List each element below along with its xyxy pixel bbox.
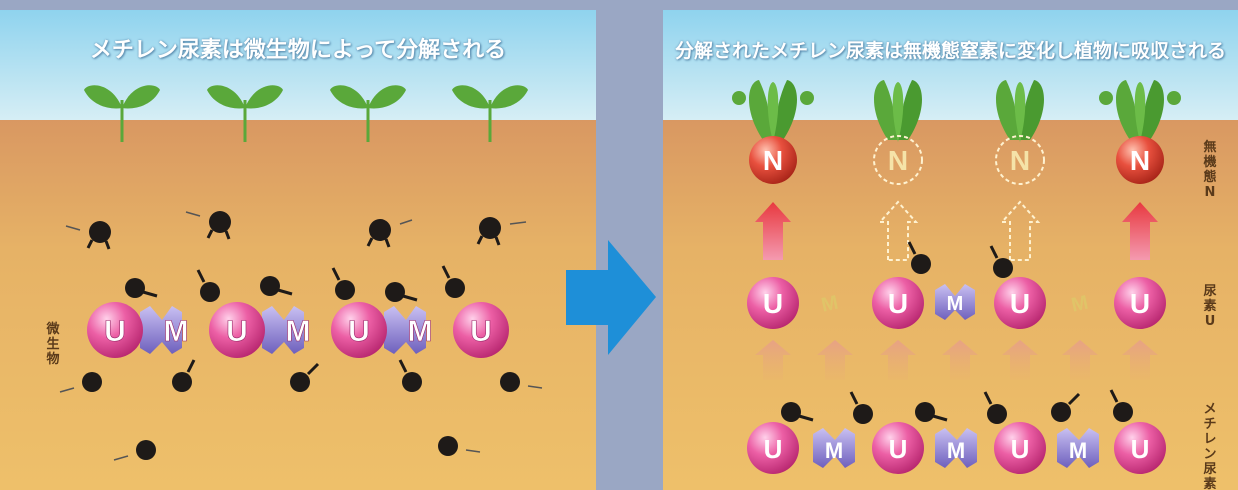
u-label: U [763, 288, 783, 319]
u-label: U [1010, 288, 1030, 319]
n-label: N [1130, 145, 1150, 176]
chain-label: M [947, 438, 965, 463]
process-arrow-icon [566, 240, 656, 355]
chain-label: M [408, 315, 433, 348]
u-label: U [1130, 288, 1150, 319]
chain-label: U [226, 315, 248, 348]
chain-label: U [889, 434, 908, 464]
n-label: N [888, 145, 908, 176]
inorganic-n-label: 無機態N [1201, 140, 1219, 200]
microbe-label: 微生物 [44, 322, 62, 367]
chain-label: M [825, 438, 843, 463]
right-panel: N N N N U U U U M M M [663, 10, 1238, 490]
chain-label: M [164, 315, 189, 348]
u-label: U [888, 288, 908, 319]
chain-label: U [1131, 434, 1150, 464]
chain-label: U [470, 315, 492, 348]
n-label: N [763, 145, 783, 176]
chain-label: U [764, 434, 783, 464]
chain-label: M [1069, 438, 1087, 463]
free-m-label: M [947, 293, 964, 315]
chain-label: M [286, 315, 311, 348]
n-label: N [1010, 145, 1030, 176]
chain-label: U [348, 315, 370, 348]
right-panel-title: 分解されたメチレン尿素は無機態窒素に変化し植物に吸収される [663, 36, 1238, 63]
chain-label: U [1011, 434, 1030, 464]
chain-label: U [104, 315, 126, 348]
methylene-urea-label: メチレン尿素 [1201, 402, 1219, 490]
left-panel-title: メチレン尿素は微生物によって分解される [0, 32, 596, 64]
urea-u-label: 尿素U [1201, 284, 1219, 329]
left-panel-illustration: U M U M U M U [0, 10, 596, 490]
left-panel: U M U M U M U メチレン尿素は微生物によって分解される 微生物 [0, 10, 596, 490]
right-panel-illustration: N N N N U U U U M M M [663, 10, 1238, 490]
